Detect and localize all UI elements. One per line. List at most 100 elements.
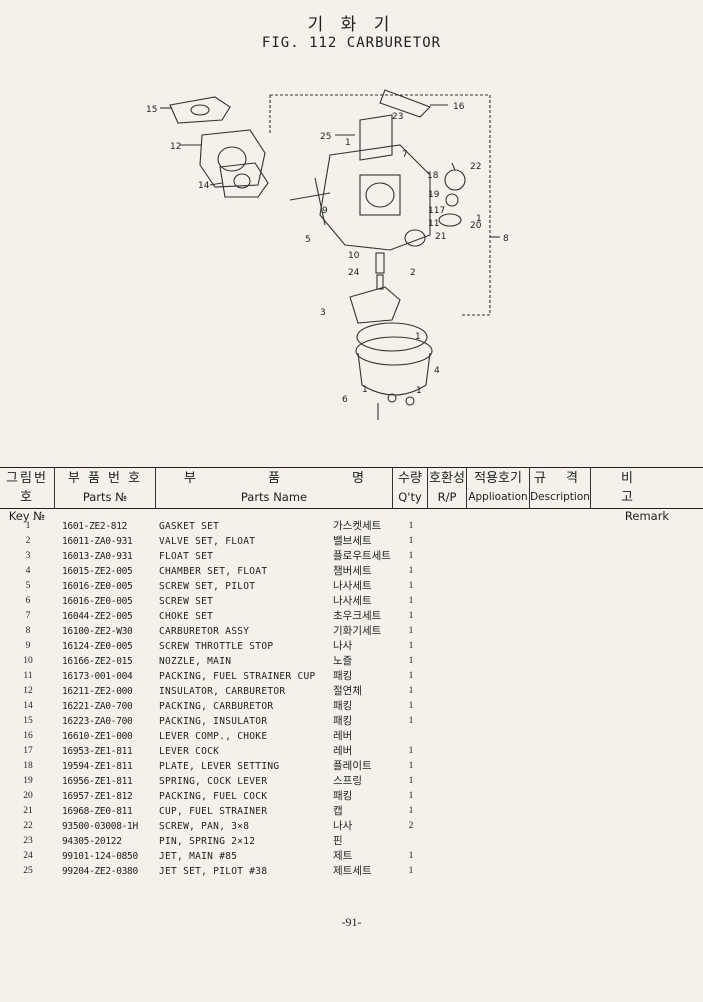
callout-117: 117 — [428, 206, 445, 216]
part-number-cell: 94305-20122 — [62, 836, 122, 847]
part-name-korean-cell: 패킹 — [333, 715, 353, 727]
table-row: 12 16211-ZE2-000 INSULATOR, CARBURETOR 절… — [0, 684, 703, 699]
key-cell: 8 — [25, 626, 31, 636]
callout-12: 12 — [170, 142, 181, 152]
part-name-cell: PACKING, FUEL STRAINER CUP — [159, 671, 316, 682]
table-row: 18 19594-ZE1-811 PLATE, LEVER SETTING 플레… — [0, 759, 703, 774]
qty-cell: 2 — [408, 821, 414, 831]
part-name-korean-cell: 밸브세트 — [333, 535, 372, 547]
qty-cell: 1 — [408, 746, 414, 756]
callout-1b: 1 — [415, 332, 421, 342]
table-row: 8 16100-ZE2-W30 CARBURETOR ASSY 기화기세트 1 — [0, 624, 703, 639]
part-number-cell: 16166-ZE2-015 — [62, 656, 133, 667]
part-name-korean-cell: 핀 — [333, 835, 343, 847]
part-name-korean-cell: 플로우트세트 — [333, 550, 391, 562]
part-name-korean-cell: 제트세트 — [333, 865, 372, 877]
table-row: 22 93500-03008-1H SCREW, PAN, 3×8 나사 2 — [0, 819, 703, 834]
part-name-korean-cell: 챔버세트 — [333, 565, 372, 577]
callout-4: 4 — [434, 366, 440, 376]
callout-23: 23 — [392, 112, 403, 122]
table-row: 3 16013-ZA0-931 FLOAT SET 플로우트세트 1 — [0, 549, 703, 564]
part-name-cell: PACKING, INSULATOR — [159, 716, 268, 727]
part-number-cell: 16124-ZE0-005 — [62, 641, 133, 652]
part-name-cell: SCREW SET — [159, 596, 214, 607]
part-name-korean-cell: 나사 — [333, 820, 353, 832]
part-name-korean-cell: 패킹 — [333, 790, 353, 802]
table-row: 25 99204-ZE2-0380 JET SET, PILOT #38 제트세… — [0, 864, 703, 879]
part-number-cell: 16173-001-004 — [62, 671, 133, 682]
part-number-cell: 99101-124-0850 — [62, 851, 138, 862]
table-row: 6 16016-ZE0-005 SCREW SET 나사세트 1 — [0, 594, 703, 609]
key-cell: 1 — [25, 521, 31, 531]
key-cell: 21 — [23, 806, 33, 816]
table-row: 16 16610-ZE1-000 LEVER COMP., CHOKE 레버 — [0, 729, 703, 744]
part-name-korean-cell: 패킹 — [333, 700, 353, 712]
part-number-cell: 1601-ZE2-812 — [62, 521, 128, 532]
part-name-cell: SCREW THROTTLE STOP — [159, 641, 274, 652]
part-number-cell: 16011-ZA0-931 — [62, 536, 133, 547]
key-cell: 14 — [23, 701, 33, 711]
part-name-cell: SCREW SET, PILOT — [159, 581, 256, 592]
callout-6: 6 — [342, 395, 348, 405]
table-row: 1 1601-ZE2-812 GASKET SET 가스켓세트 1 — [0, 519, 703, 534]
part-name-cell: LEVER COCK — [159, 746, 220, 757]
key-cell: 4 — [25, 566, 31, 576]
part-number-cell: 16953-ZE1-811 — [62, 746, 133, 757]
part-number-cell: 16013-ZA0-931 — [62, 551, 133, 562]
part-name-korean-cell: 가스켓세트 — [333, 520, 382, 532]
part-number-cell: 16044-ZE2-005 — [62, 611, 133, 622]
part-name-korean-cell: 나사세트 — [333, 595, 372, 607]
table-row: 7 16044-ZE2-005 CHOKE SET 초우크세트 1 — [0, 609, 703, 624]
part-name-korean-cell: 레버 — [333, 745, 353, 757]
callout-19: 19 — [428, 190, 440, 200]
part-name-korean-cell: 기화기세트 — [333, 625, 382, 637]
key-cell: 2 — [25, 536, 31, 546]
table-row: 14 16221-ZA0-700 PACKING, CARBURETOR 패킹 … — [0, 699, 703, 714]
page-number: -91- — [341, 915, 362, 929]
part-number-cell: 16968-ZE0-811 — [62, 806, 133, 817]
part-name-cell: NOZZLE, MAIN — [159, 656, 232, 667]
part-number-cell: 16015-ZE2-005 — [62, 566, 133, 577]
part-name-cell: JET, MAIN #85 — [159, 851, 238, 862]
table-row: 2 16011-ZA0-931 VALVE SET, FLOAT 밸브세트 1 — [0, 534, 703, 549]
part-name-cell: PACKING, FUEL COCK — [159, 791, 268, 802]
part-name-cell: PIN, SPRING 2×12 — [159, 836, 256, 847]
qty-cell: 1 — [408, 656, 414, 666]
callout-1a: 1 — [345, 138, 351, 148]
part-name-cell: GASKET SET — [159, 521, 220, 532]
part-name-korean-cell: 제트 — [333, 850, 353, 862]
key-cell: 19 — [23, 776, 33, 786]
part-name-cell: INSULATOR, CARBURETOR — [159, 686, 286, 697]
key-cell: 17 — [23, 746, 33, 756]
part-number-cell: 16610-ZE1-000 — [62, 731, 133, 742]
qty-cell: 1 — [408, 626, 414, 636]
key-cell: 3 — [25, 551, 31, 561]
part-name-korean-cell: 나사 — [333, 640, 353, 652]
part-name-cell: PLATE, LEVER SETTING — [159, 761, 280, 772]
callout-21: 21 — [435, 232, 446, 242]
table-row: 9 16124-ZE0-005 SCREW THROTTLE STOP 나사 1 — [0, 639, 703, 654]
key-cell: 11 — [23, 671, 33, 681]
table-row: 21 16968-ZE0-811 CUP, FUEL STRAINER 캡 1 — [0, 804, 703, 819]
qty-cell: 1 — [408, 776, 414, 786]
part-name-korean-cell: 초우크세트 — [333, 610, 382, 622]
callout-3: 3 — [320, 308, 326, 318]
key-cell: 12 — [23, 686, 33, 696]
callout-9: 9 — [322, 206, 328, 216]
part-number-cell: 16223-ZA0-700 — [62, 716, 133, 727]
header-parts-name: 부 품 명 Parts Name — [184, 471, 366, 504]
key-cell: 25 — [23, 866, 33, 876]
callout-18: 18 — [427, 171, 439, 181]
qty-cell: 1 — [408, 791, 414, 801]
callout-5: 5 — [305, 235, 311, 245]
key-cell: 20 — [23, 791, 33, 801]
callout-24: 24 — [348, 268, 360, 278]
part-number-cell: 16956-ZE1-811 — [62, 776, 133, 787]
part-name-cell: SCREW, PAN, 3×8 — [159, 821, 250, 832]
qty-cell: 1 — [408, 551, 414, 561]
key-cell: 23 — [23, 836, 33, 846]
key-cell: 7 — [25, 611, 31, 621]
